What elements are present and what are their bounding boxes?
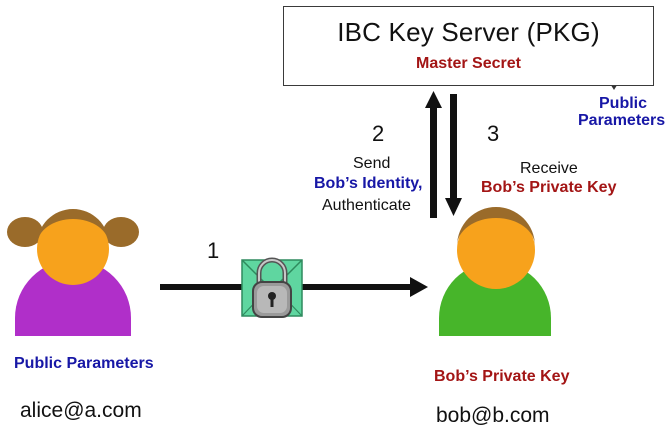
step2-number: 2	[372, 121, 385, 146]
alice-person-icon	[7, 209, 139, 336]
step3-receive-label: Receive	[520, 160, 578, 177]
master-secret-label: Master Secret	[416, 55, 521, 72]
key-server-title: IBC Key Server (PKG)	[337, 17, 600, 47]
step2-authenticate-label: Authenticate	[322, 197, 411, 214]
step3-private-key-label: Bob’s Private Key	[481, 179, 617, 196]
public-parameters-top-line2: Parameters	[578, 112, 666, 129]
step1-number: 1	[207, 238, 220, 263]
step2-arrow-up	[425, 91, 442, 218]
alice-email: alice@a.com	[20, 399, 142, 422]
step3-arrow-down	[445, 94, 462, 216]
padlock-icon	[252, 257, 292, 318]
alice-public-parameters-label: Public Parameters	[14, 355, 154, 372]
public-parameters-top-line1: Public	[599, 95, 648, 112]
step3-number: 3	[487, 121, 500, 146]
key-server-box: IBC Key Server (PKG) Master Secret	[283, 6, 654, 86]
bob-email: bob@b.com	[436, 404, 550, 427]
step2-send-label: Send	[353, 155, 391, 172]
bob-private-key-label: Bob’s Private Key	[434, 368, 570, 385]
step2-identity-label: Bob’s Identity,	[314, 175, 423, 192]
bob-person-icon	[439, 207, 551, 336]
